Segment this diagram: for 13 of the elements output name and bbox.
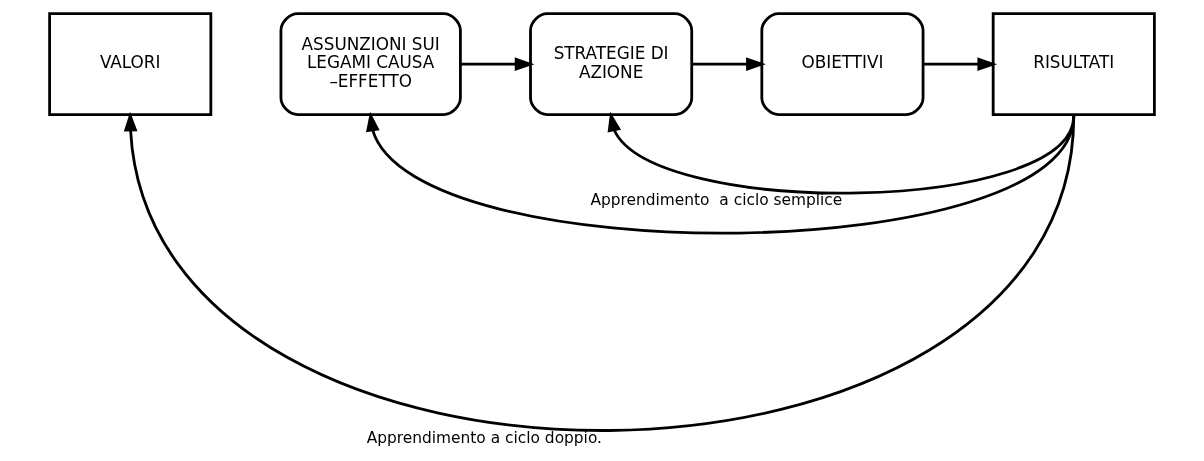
arrow <box>691 57 766 71</box>
edge-label: Apprendimento a ciclo semplice <box>590 191 843 210</box>
node-box: OBIETTIVI <box>760 12 925 116</box>
node-box: ASSUNZIONI SUI LEGAMI CAUSA –EFFETTO <box>279 12 462 116</box>
node-box: STRATEGIE DI AZIONE <box>529 12 694 116</box>
arrow <box>460 57 535 71</box>
arrow <box>923 57 998 71</box>
arrow <box>123 111 1076 432</box>
node-box: VALORI <box>48 12 213 116</box>
arrow <box>366 111 1076 235</box>
arrow <box>607 111 1076 195</box>
edge-label: Apprendimento a ciclo doppio. <box>366 428 602 447</box>
node-box: RISULTATI <box>991 12 1156 116</box>
